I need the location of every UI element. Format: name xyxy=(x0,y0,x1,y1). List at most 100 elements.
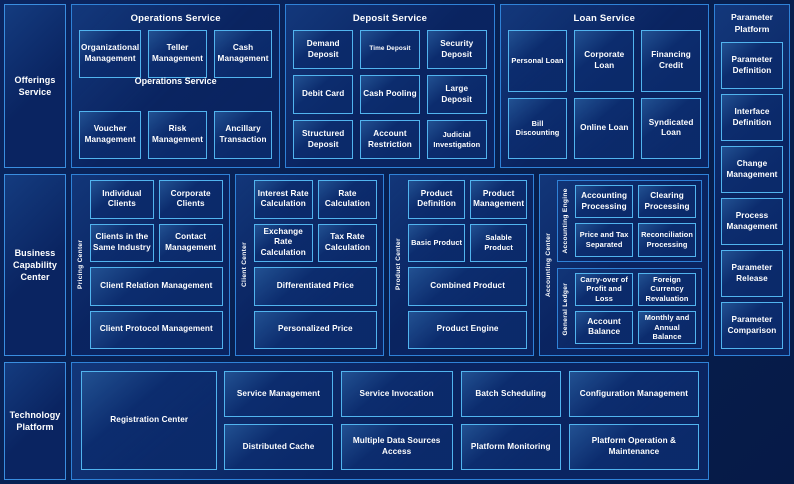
leaf-reconciliation-processing[interactable]: Reconciliation Processing xyxy=(638,223,696,257)
accounting-center-body: Accounting Engine Accounting Processing … xyxy=(555,180,702,349)
leaf-product-management[interactable]: Product Management xyxy=(470,180,528,219)
leaf-combined-product[interactable]: Combined Product xyxy=(408,267,528,306)
leaf-cash-pooling[interactable]: Cash Pooling xyxy=(360,75,420,114)
product-center-pair-1: Product Definition Product Management xyxy=(408,180,528,219)
category-offerings-service[interactable]: Offerings Service xyxy=(4,4,66,168)
leaf-account-balance[interactable]: Account Balance xyxy=(575,310,634,344)
leaf-service-management[interactable]: Service Management xyxy=(224,371,333,417)
sidebar-item-parameter-definition[interactable]: Parameter Definition xyxy=(721,42,783,90)
accounting-engine-body: Accounting Processing Clearing Processin… xyxy=(572,185,696,257)
leaf-teller-management[interactable]: Teller Management xyxy=(148,30,207,79)
leaf-syndicated-loan[interactable]: Syndicated Loan xyxy=(641,97,701,159)
leaf-security-deposit[interactable]: Security Deposit xyxy=(426,30,487,69)
leaf-differentiated-price[interactable]: Differentiated Price xyxy=(253,267,378,306)
group-loan-service[interactable]: Loan Service Personal Loan Corporate Loa… xyxy=(499,4,709,168)
sidebar-item-change-management[interactable]: Change Management xyxy=(721,146,783,194)
leaf-organizational-management[interactable]: Organizational Management xyxy=(79,30,142,79)
leaf-structured-deposit[interactable]: Structured Deposit xyxy=(293,120,354,159)
product-center-full-1: Combined Product xyxy=(408,267,528,306)
sidebar-item-process-management[interactable]: Process Management xyxy=(721,198,783,246)
category-technology-platform[interactable]: Technology Platform xyxy=(4,362,66,480)
column-label-product-center: Product Center xyxy=(395,238,403,291)
product-center-pair-2: Basic Product Salable Product xyxy=(408,223,528,262)
column-accounting-center[interactable]: Accounting Center Accounting Engine Acco… xyxy=(539,174,709,356)
leaf-judicial-investigation[interactable]: Judicial Investigation xyxy=(426,120,487,159)
general-ledger-pair-1: Carry-over of Profit and Loss Foreign Cu… xyxy=(575,272,696,306)
operations-service-grid: Organizational Management Teller Managem… xyxy=(79,30,273,159)
column-label-pricing-center: Pricing Center xyxy=(77,239,85,290)
category-business-capability-center[interactable]: Business Capability Center xyxy=(4,174,66,356)
group-deposit-service[interactable]: Deposit Service Demand Deposit Time Depo… xyxy=(285,4,495,168)
leaf-configuration-management[interactable]: Configuration Management xyxy=(568,371,699,417)
column-client-center[interactable]: Client Center Interest Rate Calculation … xyxy=(234,174,385,356)
leaf-foreign-currency-revaluation[interactable]: Foreign Currency Revaluation xyxy=(638,272,696,306)
leaf-basic-product[interactable]: Basic Product xyxy=(408,223,466,262)
leaf-account-restriction[interactable]: Account Restriction xyxy=(360,120,420,159)
leaf-debit-card[interactable]: Debit Card xyxy=(293,75,354,114)
leaf-price-and-tax-separated[interactable]: Price and Tax Separated xyxy=(575,223,634,257)
leaf-voucher-management[interactable]: Voucher Management xyxy=(79,110,142,159)
leaf-platform-monitoring[interactable]: Platform Monitoring xyxy=(460,424,561,470)
sidebar-item-parameter-release[interactable]: Parameter Release xyxy=(721,250,783,298)
leaf-corporate-clients[interactable]: Corporate Clients xyxy=(158,180,223,219)
leaf-cash-management[interactable]: Cash Management xyxy=(213,30,273,79)
leaf-exchange-rate-calculation[interactable]: Exchange Rate Calculation xyxy=(253,223,313,262)
leaf-clearing-processing[interactable]: Clearing Processing xyxy=(638,185,696,219)
registration-center-wrap: Registration Center xyxy=(81,371,218,470)
leaf-product-engine[interactable]: Product Engine xyxy=(408,310,528,349)
column-product-center[interactable]: Product Center Product Definition Produc… xyxy=(389,174,535,356)
leaf-monthly-and-annual-balance[interactable]: Monthly and Annual Balance xyxy=(638,310,696,344)
leaf-time-deposit[interactable]: Time Deposit xyxy=(360,30,420,69)
leaf-clients-in-the-same-industry[interactable]: Clients in the Same Industry xyxy=(90,223,154,262)
leaf-financing-credit[interactable]: Financing Credit xyxy=(641,30,701,92)
general-ledger-pair-2: Account Balance Monthly and Annual Balan… xyxy=(575,310,696,344)
leaf-carry-over-of-profit-and-loss[interactable]: Carry-over of Profit and Loss xyxy=(575,272,634,306)
leaf-individual-clients[interactable]: Individual Clients xyxy=(90,180,154,219)
leaf-registration-center[interactable]: Registration Center xyxy=(81,371,218,470)
leaf-interest-rate-calculation[interactable]: Interest Rate Calculation xyxy=(253,180,313,219)
deposit-service-grid: Demand Deposit Time Deposit Security Dep… xyxy=(293,30,487,159)
leaf-rate-calculation[interactable]: Rate Calculation xyxy=(317,180,378,219)
left-stack: Offerings Service Operations Service Org… xyxy=(4,4,709,480)
leaf-salable-product[interactable]: Salable Product xyxy=(470,223,528,262)
leaf-personal-loan[interactable]: Personal Loan xyxy=(507,30,568,92)
product-center-body: Product Definition Product Management Ba… xyxy=(405,180,528,349)
sidebar-parameter-platform: Parameter Platform Parameter Definition … xyxy=(714,4,790,356)
leaf-accounting-processing[interactable]: Accounting Processing xyxy=(575,185,634,219)
leaf-client-protocol-management[interactable]: Client Protocol Management xyxy=(90,310,223,349)
diagram-body: Offerings Service Operations Service Org… xyxy=(4,4,790,480)
leaf-corporate-loan[interactable]: Corporate Loan xyxy=(574,30,635,92)
leaf-tax-rate-calculation[interactable]: Tax Rate Calculation xyxy=(317,223,378,262)
accounting-engine-pair-2: Price and Tax Separated Reconciliation P… xyxy=(575,223,696,257)
leaf-demand-deposit[interactable]: Demand Deposit xyxy=(293,30,354,69)
sidebar-item-interface-definition[interactable]: Interface Definition xyxy=(721,94,783,142)
group-operations-service[interactable]: Operations Service Organizational Manage… xyxy=(71,4,281,168)
general-ledger-body: Carry-over of Profit and Loss Foreign Cu… xyxy=(572,272,696,344)
leaf-contact-management[interactable]: Contact Management xyxy=(158,223,223,262)
leaf-ancillary-transaction[interactable]: Ancillary Transaction xyxy=(213,110,273,159)
client-center-full-1: Differentiated Price xyxy=(253,267,378,306)
leaf-product-definition[interactable]: Product Definition xyxy=(408,180,466,219)
column-label-accounting-center: Accounting Center xyxy=(545,232,553,297)
leaf-platform-operation-and-maintenance[interactable]: Platform Operation & Maintenance xyxy=(568,424,699,470)
leaf-online-loan[interactable]: Online Loan xyxy=(574,97,635,159)
client-center-pair-1: Interest Rate Calculation Rate Calculati… xyxy=(253,180,378,219)
client-center-full-2: Personalized Price xyxy=(253,310,378,349)
leaf-service-invocation[interactable]: Service Invocation xyxy=(340,371,453,417)
subgroup-label-accounting-engine: Accounting Engine xyxy=(562,188,570,254)
subgroup-general-ledger[interactable]: General Ledger Carry-over of Profit and … xyxy=(557,267,702,349)
leaf-multiple-data-sources-access[interactable]: Multiple Data Sources Access xyxy=(340,424,453,470)
leaf-client-relation-management[interactable]: Client Relation Management xyxy=(90,267,223,306)
leaf-bill-discounting[interactable]: Bill Discounting xyxy=(507,97,568,159)
sidebar-title: Parameter Platform xyxy=(730,12,774,34)
leaf-personalized-price[interactable]: Personalized Price xyxy=(253,310,378,349)
product-center-full-2: Product Engine xyxy=(408,310,528,349)
leaf-distributed-cache[interactable]: Distributed Cache xyxy=(224,424,333,470)
sidebar-item-parameter-comparison[interactable]: Parameter Comparison xyxy=(721,302,783,349)
leaf-risk-management[interactable]: Risk Management xyxy=(148,110,207,159)
column-pricing-center[interactable]: Pricing Center Individual Clients Corpor… xyxy=(71,174,230,356)
leaf-large-deposit[interactable]: Large Deposit xyxy=(426,75,487,114)
leaf-batch-scheduling[interactable]: Batch Scheduling xyxy=(460,371,561,417)
subgroup-accounting-engine[interactable]: Accounting Engine Accounting Processing … xyxy=(557,180,702,262)
